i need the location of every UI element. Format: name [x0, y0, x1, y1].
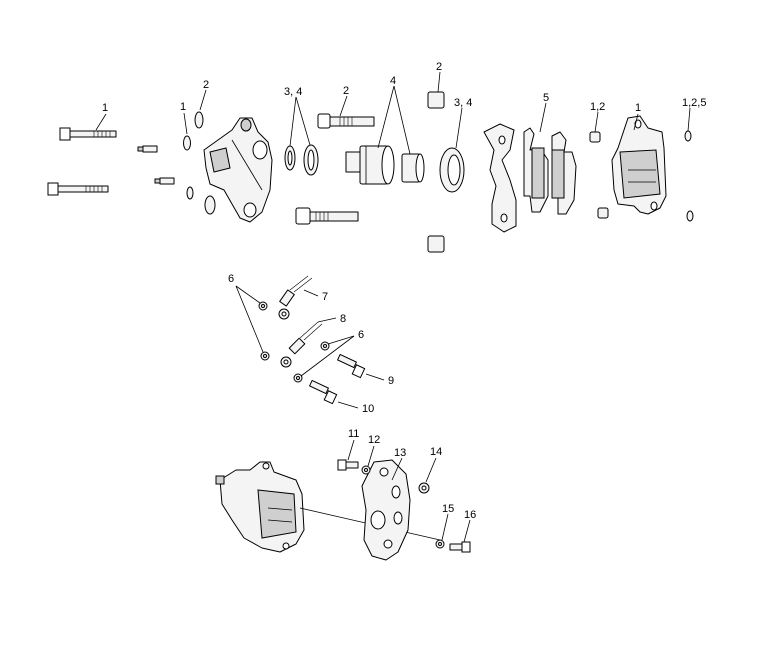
callout-9: 9 — [388, 375, 394, 387]
crush-washer-3-hole — [323, 344, 327, 348]
callout-15: 15 — [442, 503, 454, 515]
brake-pad-right — [551, 131, 577, 215]
banjo-bolt-9 — [337, 353, 366, 379]
caliper-assembled — [215, 461, 305, 553]
bleeder-screw-lower — [154, 177, 175, 185]
bleeder-screw-upper — [137, 145, 158, 153]
piston-large — [345, 145, 395, 185]
crush-washer-1-hole — [261, 304, 265, 308]
small-bushing-upper — [589, 131, 601, 143]
crush-washer-2-hole — [263, 354, 267, 358]
callout-5-pads: 5 — [543, 92, 549, 104]
nut-14 — [418, 482, 430, 494]
piston-seal-large — [439, 147, 465, 193]
bushing-upper — [427, 91, 445, 109]
caliper-body-inner — [203, 117, 273, 223]
long-bolt-upper — [59, 127, 117, 141]
callout-3-4-seal-right: 3, 4 — [454, 97, 472, 109]
callout-14: 14 — [430, 446, 442, 458]
washer-small-1 — [183, 135, 191, 151]
crush-washer-4-hole — [296, 376, 300, 380]
callout-13: 13 — [394, 447, 406, 459]
slide-pin-lower — [295, 207, 359, 225]
mounting-plate — [361, 459, 411, 561]
caliper-body-outer — [611, 115, 667, 215]
brake-pad-left — [523, 127, 549, 213]
callout-3-4-seals: 3, 4 — [284, 86, 302, 98]
callout-6-right: 6 — [358, 329, 364, 341]
callout-1-washer: 1 — [180, 101, 186, 113]
washer-small-3 — [186, 186, 194, 200]
callout-12: 12 — [368, 434, 380, 446]
washer-12-hole — [364, 468, 368, 472]
callout-1-2: 1,2 — [590, 101, 605, 113]
caliper-bracket — [483, 123, 517, 233]
callout-1-2-5: 1,2,5 — [682, 97, 706, 109]
piston-small — [401, 153, 425, 183]
callout-10: 10 — [362, 403, 374, 415]
callout-2-washer: 2 — [203, 79, 209, 91]
callout-1-bolt: 1 — [102, 102, 108, 114]
long-bolt-lower — [47, 182, 109, 196]
banjo-fitting-lower — [280, 321, 323, 368]
bushing-lower — [427, 235, 445, 253]
banjo-bolt-10 — [309, 379, 338, 405]
clip-lower — [686, 210, 694, 222]
washer-small-2 — [194, 111, 204, 129]
callout-1-caliper: 1 — [635, 102, 641, 114]
callout-16: 16 — [464, 509, 476, 521]
washer-15-hole — [438, 542, 442, 546]
callout-7: 7 — [322, 291, 328, 303]
callout-6-top: 6 — [228, 273, 234, 285]
callout-2-pin: 2 — [343, 85, 349, 97]
clip-upper — [684, 130, 692, 142]
bolt-16 — [449, 541, 471, 553]
seal-ring-b-inner — [307, 149, 315, 171]
small-bushing-lower — [597, 207, 609, 219]
callout-4-pistons: 4 — [390, 75, 396, 87]
seal-ring-a-inner — [287, 150, 293, 166]
slide-pin-upper — [317, 113, 375, 129]
banjo-fitting-upper — [278, 275, 313, 320]
callout-8: 8 — [340, 313, 346, 325]
callout-11: 11 — [348, 428, 359, 440]
callout-2-bushing: 2 — [436, 61, 442, 73]
washer-small-4 — [204, 195, 216, 215]
bolt-11 — [337, 459, 359, 471]
